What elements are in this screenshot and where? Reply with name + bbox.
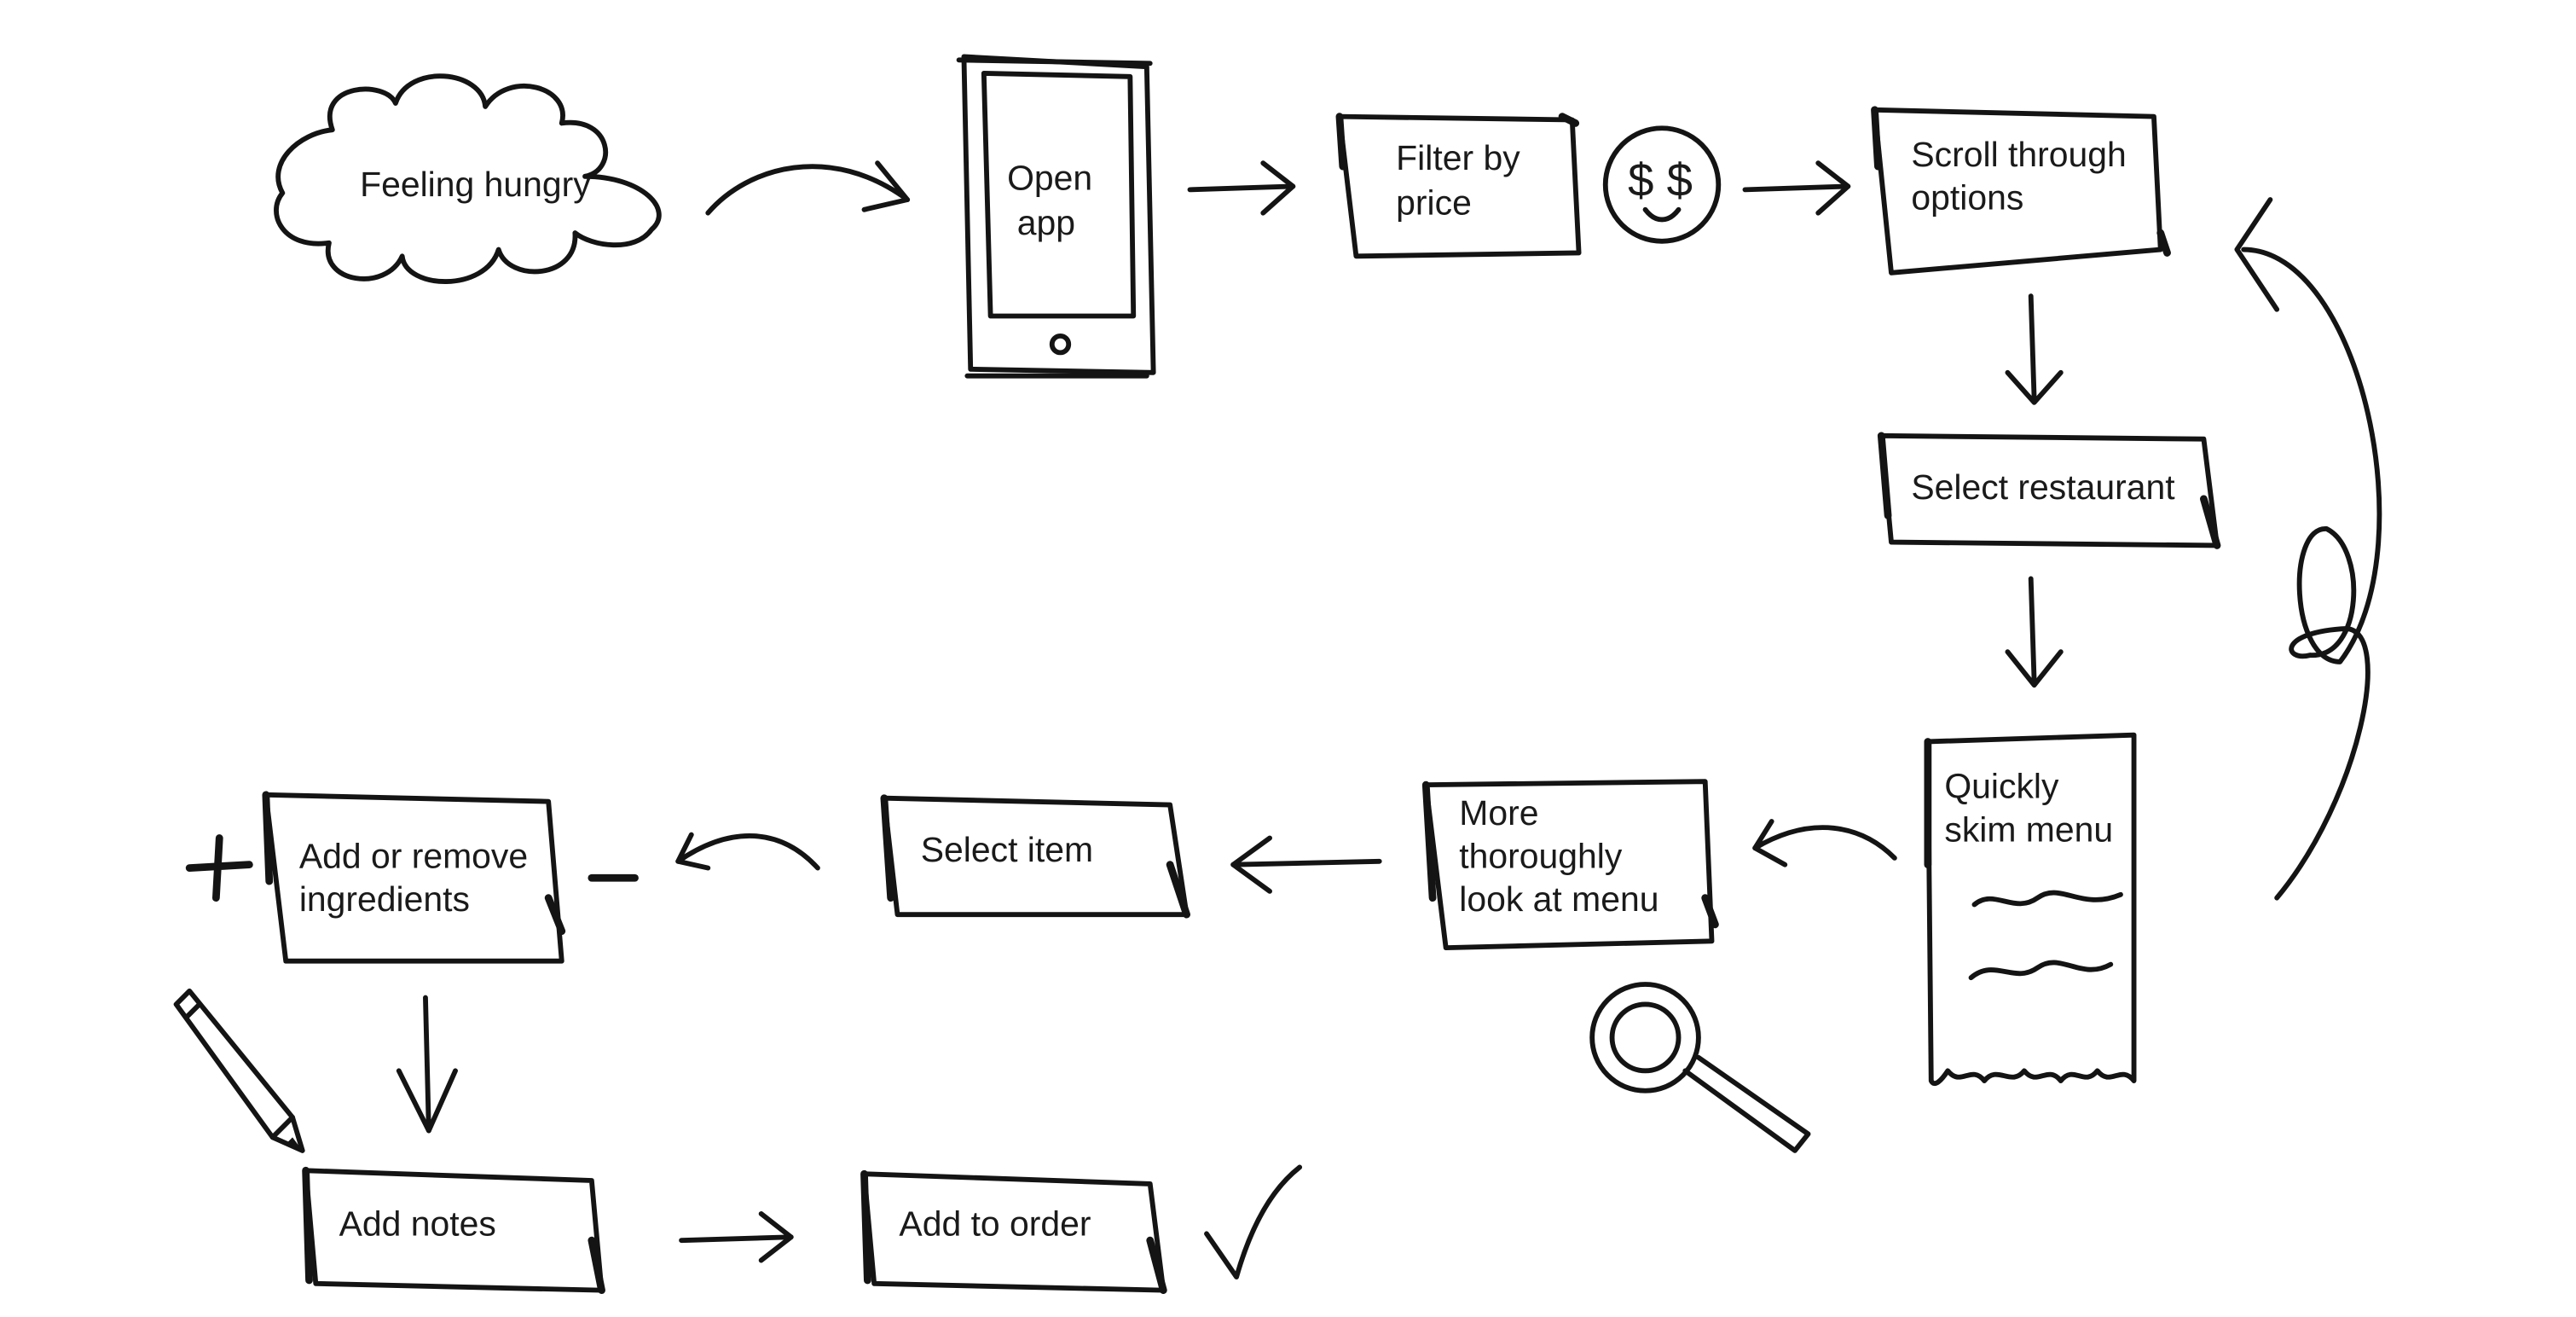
cloud-icon [274,73,662,284]
arrow-item-to-ingredients [675,832,820,871]
step-add-notes: Add notes [302,1166,605,1295]
svg-text:Open app: Open app [1007,158,1102,242]
arrow-hungry-to-app [705,160,911,216]
filter-line: Filter by [1396,138,1520,177]
select-item-line: Select item [921,830,1093,869]
svg-text:Quickly skim menu: Quickly skim menu [1944,767,2113,850]
look-line: More [1459,793,1538,833]
arrow-scroll-to-restaurant [2005,293,2064,405]
arrow-notes-to-order [679,1211,794,1263]
open-app-line: app [1017,203,1075,242]
scroll-line: options [1911,178,2023,218]
arrow-filter-to-scroll [1742,160,1851,216]
add-to-order-line: Add to order [899,1204,1091,1243]
svg-text:More thoroughly lo: More thoroughly look at menu [1459,793,1658,919]
look-line: look at menu [1459,879,1658,919]
magnifier-icon [1589,982,1811,1153]
svg-text:Filter by price: Filter by price [1396,138,1530,223]
svg-text:Add or remove ingredient: Add or remove ingredients [299,837,538,920]
svg-text:Select item: Select item [921,830,1093,869]
loop-arrow-icon [2234,197,2382,901]
arrow-app-to-filter [1187,160,1296,216]
svg-text:Select restaurant: Select restaurant [1911,467,2175,507]
step-filter-by-price: Filter by price [1335,113,1582,259]
step-look-at-menu: More thoroughly look at menu [1421,779,1719,951]
money-symbol: $ $ [1628,154,1693,206]
step-feeling-hungry: Feeling hungry [274,73,662,284]
ingredients-line: ingredients [299,879,470,919]
step-open-app: Open app [956,54,1156,379]
phone-icon [956,54,1156,379]
receipt-icon [1925,732,2137,1087]
open-app-line: Open [1007,158,1092,197]
ingredients-line: Add or remove [299,837,528,876]
step-add-to-order: Add to order [860,1169,1167,1295]
pencil-icon [173,988,305,1153]
step-quickly-skim-menu: Quickly skim menu [1924,732,2137,1087]
arrow-ingredients-to-notes [396,995,458,1134]
checkmark-icon [1204,1164,1303,1279]
filter-line: price [1396,183,1472,223]
add-notes-line: Add notes [339,1204,496,1243]
svg-text:Scroll through options: Scroll through options [1911,135,2136,218]
arrow-skim-to-look [1752,819,1897,867]
step-select-item: Select item [880,794,1190,919]
step-select-restaurant: Select restaurant [1877,432,2221,549]
scroll-line: Scroll through [1911,135,2126,174]
skim-line: skim menu [1944,809,2113,849]
svg-text:Add to order: Add to order [899,1204,1091,1243]
select-restaurant-line: Select restaurant [1911,467,2175,507]
skim-line: Quickly [1944,767,2059,806]
plus-icon [185,834,253,902]
arrow-restaurant-to-skim [2005,576,2064,688]
arrow-look-to-item [1230,835,1382,894]
money-coin-icon: $ $ [1602,125,1722,244]
step-add-remove-ingredients: Add or remove ingredients [262,791,566,964]
look-line: thoroughly [1459,837,1623,876]
step-scroll-options: Scroll through options [1871,106,2171,276]
feeling-hungry-line: Feeling hungry [360,165,591,204]
svg-text:Add notes: Add notes [339,1204,496,1243]
svg-text:Feeling hungry: Feeling hungry [360,165,591,204]
